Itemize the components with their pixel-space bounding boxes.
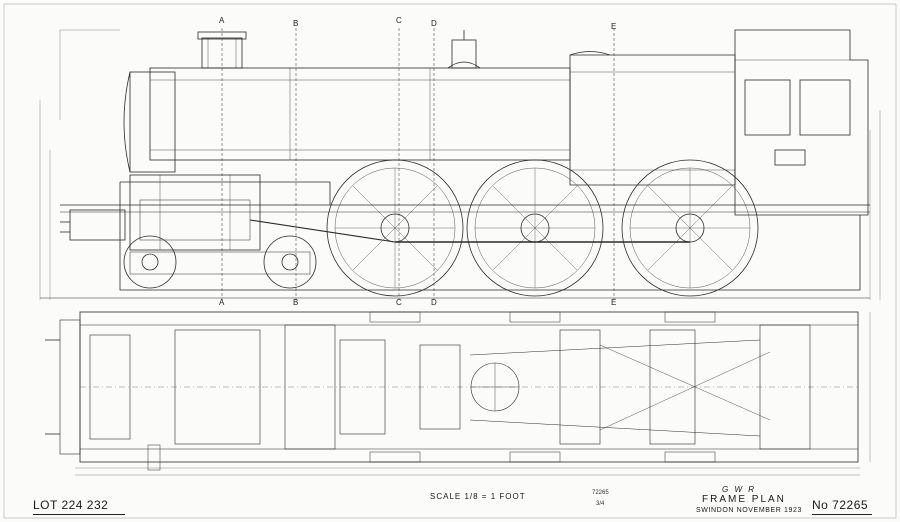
margin-number: 72265 (592, 490, 609, 496)
boiler (123, 51, 736, 186)
cab (734, 29, 869, 216)
section-letter-d-top: D (431, 19, 437, 28)
safety-valve (447, 30, 481, 69)
lot-number: LOT 224 232 (33, 498, 109, 512)
section-letter-c-top: C (396, 16, 402, 25)
running-plate (60, 181, 870, 291)
margin-sub: 3/4 (596, 501, 605, 507)
driving-wheels (249, 159, 759, 297)
place-date: SWINDON NOVEMBER 1923 (696, 507, 802, 514)
company-initials: G W R (722, 485, 756, 494)
section-letter-a-top: A (219, 16, 225, 25)
lot-underline (33, 514, 125, 515)
scale-note: SCALE 1/8 = 1 FOOT (430, 492, 526, 501)
section-letter-e-top: E (611, 22, 617, 31)
section-letter-b-top: B (293, 19, 299, 28)
bogie-wheels (123, 235, 317, 289)
section-letter-d-bottom: D (431, 298, 437, 307)
section-letter-c-bottom: C (396, 298, 402, 307)
section-letter-b-bottom: B (293, 298, 299, 307)
drawing-number: No 72265 (812, 498, 869, 512)
cylinder (129, 174, 261, 251)
number-underline (812, 514, 872, 515)
drawing-title: FRAME PLAN (702, 494, 786, 505)
frame-plan (45, 311, 859, 471)
section-letter-e-bottom: E (611, 298, 617, 307)
section-letter-a-bottom: A (219, 298, 225, 307)
